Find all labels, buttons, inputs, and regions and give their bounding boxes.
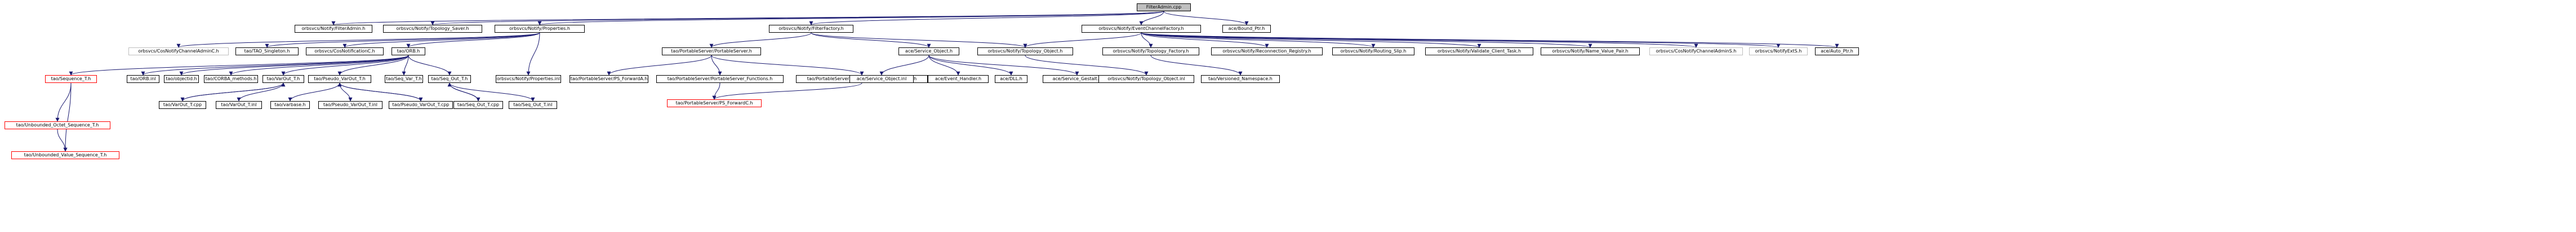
edge-portableserver_h-to-ps_functions xyxy=(711,55,722,76)
edge-orb_h-to-objectid xyxy=(179,55,409,76)
edge-orb_h-to-pseudo_varout_t_h xyxy=(337,55,409,76)
edge-portableserver_h-to-ps_forwarda xyxy=(607,55,712,76)
edge-root-to-ecfactory xyxy=(1139,11,1164,25)
edge-service_object_h-to-dll_h xyxy=(928,55,1013,76)
edge-orb_h-to-seq_var_t xyxy=(402,55,409,76)
edge-ecfactory-to-routing_slip xyxy=(1141,32,1376,48)
node-ps-forwarda[interactable]: tao/PortableServer/PS_ForwardA.h xyxy=(570,75,648,83)
node-topology-object-inl[interactable]: orbsvcs/Notify/Topology_Object.inl xyxy=(1098,75,1194,83)
edge-ecfactory-to-topology_object_h xyxy=(1023,32,1142,48)
edge-properties_h-to-cosnotificationc xyxy=(342,32,540,48)
node-ps-forwardc: tao/PortableServer/PS_ForwardC.h xyxy=(667,99,762,107)
node-varout-t-inl[interactable]: tao/VarOut_T.inl xyxy=(216,101,262,109)
node-seq-var-t[interactable]: tao/Seq_Var_T.h xyxy=(385,75,423,83)
node-seq-out-t-cpp[interactable]: tao/Seq_Out_T.cpp xyxy=(453,101,503,109)
node-ps-functions[interactable]: tao/PortableServer/PortableServer_Functi… xyxy=(656,75,784,83)
edge-ecfactory-to-topology_factory xyxy=(1141,32,1153,48)
edge-topology_object_h-to-topology_object_inl xyxy=(1025,55,1149,76)
node-notifyexts: orbsvcs/NotifyExtS.h xyxy=(1749,47,1808,55)
node-bound-ptr[interactable]: ace/Bound_Ptr.h xyxy=(1222,25,1271,33)
node-routing-slip[interactable]: orbsvcs/Notify/Routing_Slip.h xyxy=(1332,47,1414,55)
node-versioned-namespace[interactable]: tao/Versioned_Namespace.h xyxy=(1201,75,1280,83)
edge-service_object_h-to-event_handler xyxy=(928,55,960,76)
edge-pseudo_varout_t_cpp-to-pseudo_varout_t_h xyxy=(337,82,421,102)
node-varout-t-h[interactable]: tao/VarOut_T.h xyxy=(263,75,304,83)
node-pseudo-varout-t-h[interactable]: tao/Pseudo_VarOut_T.h xyxy=(308,75,371,83)
node-cosnotifychanneladminc: orbsvcs/CosNotifyChannelAdminC.h xyxy=(128,47,229,55)
edge-filterfactory-to-service_object_h xyxy=(811,32,931,48)
node-pseudo-varout-t-cpp[interactable]: tao/Pseudo_VarOut_T.cpp xyxy=(389,101,453,109)
edge-properties_h-to-tao_singleton xyxy=(265,32,540,48)
edge-ecfactory-to-reconnection_registry xyxy=(1141,32,1269,48)
node-root: FilterAdmin.cpp xyxy=(1137,3,1191,11)
node-filteradmin-h[interactable]: orbsvcs/Notify/FilterAdmin.h xyxy=(295,25,372,33)
edge-properties_h-to-properties_inl xyxy=(526,32,540,76)
node-name-value-pair[interactable]: orbsvcs/Notify/Name_Value_Pair.h xyxy=(1541,47,1640,55)
edge-sequence_t-to-unbounded_value xyxy=(63,82,72,152)
edge-seq_out_t_h-to-seq_out_t_inl xyxy=(449,82,535,102)
node-cosnotifychanneladmins: orbsvcs/CosNotifyChannelAdminS.h xyxy=(1649,47,1743,55)
edge-varout_t_cpp-to-varout_t_h xyxy=(182,82,286,102)
edge-root-to-filterfactory xyxy=(809,11,1164,25)
edge-orb_h-to-seq_out_t_h xyxy=(408,55,452,76)
node-seq-out-t-h[interactable]: tao/Seq_Out_T.h xyxy=(428,75,471,83)
edge-unbounded_octet-to-unbounded_value xyxy=(57,129,68,152)
edge-ecfactory-to-validate_client_task xyxy=(1141,32,1481,48)
edge-topology_factory-to-versioned_namespace xyxy=(1150,55,1243,76)
node-pseudo-varout-t-inl[interactable]: tao/Pseudo_VarOut_T.inl xyxy=(318,101,382,109)
node-topology-factory[interactable]: orbsvcs/Notify/Topology_Factory.h xyxy=(1102,47,1199,55)
node-topology-saver[interactable]: orbsvcs/Notify/Topology_Saver.h xyxy=(383,25,482,33)
edge-orb_h-to-corba_methods xyxy=(229,55,409,76)
node-corba-methods[interactable]: tao/CORBA_methods.h xyxy=(204,75,258,83)
node-validate-client-task[interactable]: orbsvcs/Notify/Validate_Client_Task.h xyxy=(1425,47,1533,55)
node-service-object-inl[interactable]: ace/Service_Object.inl xyxy=(849,75,914,83)
edge-sequence_t-to-unbounded_octet xyxy=(55,82,72,122)
edge-properties_h-to-orb_h xyxy=(406,32,540,48)
edge-root-to-properties_h xyxy=(538,11,1164,25)
edge-properties_h-to-cosnotifychanneladminc xyxy=(176,32,540,48)
edge-filterfactory-to-topology_object_h xyxy=(811,32,1027,48)
node-unbounded-value: tao/Unbounded_Value_Sequence_T.h xyxy=(11,151,119,159)
node-service-object-h[interactable]: ace/Service_Object.h xyxy=(898,47,959,55)
node-varout-t-cpp[interactable]: tao/VarOut_T.cpp xyxy=(159,101,206,109)
edge-service_object_h-to-service_gestalt xyxy=(928,55,1079,76)
node-orb-h[interactable]: tao/ORB.h xyxy=(391,47,425,55)
node-portableserver-h[interactable]: tao/PortableServer/PortableServer.h xyxy=(662,47,761,55)
edge-seq_out_t_cpp-to-seq_out_t_h xyxy=(447,82,479,102)
graph-edges xyxy=(55,11,1839,152)
node-orb-inl[interactable]: tao/ORB.inl xyxy=(127,75,159,83)
node-event-handler[interactable]: ace/Event_Handler.h xyxy=(928,75,989,83)
edge-root-to-bound_ptr xyxy=(1163,11,1249,25)
node-service-gestalt[interactable]: ace/Service_Gestalt.h xyxy=(1043,75,1111,83)
node-properties-inl[interactable]: orbsvcs/Notify/Properties.inl xyxy=(496,75,561,83)
edge-orb_h-to-orb_inl xyxy=(141,55,409,76)
edge-filterfactory-to-portableserver_h xyxy=(709,32,812,48)
edge-ecfactory-to-auto_ptr xyxy=(1141,32,1839,48)
edge-ecfactory-to-name_value_pair xyxy=(1141,32,1592,48)
node-properties-h[interactable]: orbsvcs/Notify/Properties.h xyxy=(495,25,585,33)
node-dll-h[interactable]: ace/DLL.h xyxy=(995,75,1027,83)
edge-portableserver_h-to-ps_wfunctions xyxy=(711,55,864,76)
node-objectid[interactable]: tao/objectid.h xyxy=(164,75,199,83)
node-cosnotificationc[interactable]: orbsvcs/CosNotificationC.h xyxy=(306,47,384,55)
node-auto-ptr[interactable]: ace/Auto_Ptr.h xyxy=(1815,47,1859,55)
node-seq-out-t-inl[interactable]: tao/Seq_Out_T.inl xyxy=(509,101,557,109)
edge-service_object_h-to-service_object_inl xyxy=(879,55,929,76)
node-sequence-t: tao/Sequence_T.h xyxy=(45,75,97,83)
node-tao-singleton[interactable]: tao/TAO_Singleton.h xyxy=(235,47,299,55)
node-varbase[interactable]: tao/varbase.h xyxy=(270,101,310,109)
node-ecfactory[interactable]: orbsvcs/Notify/EventChannelFactory.h xyxy=(1082,25,1201,33)
node-filterfactory[interactable]: orbsvcs/Notify/FilterFactory.h xyxy=(769,25,853,33)
edge-ps_wfunctions-to-ps_forwardc xyxy=(712,82,862,100)
node-topology-object-h[interactable]: orbsvcs/Notify/Topology_Object.h xyxy=(977,47,1073,55)
edge-orb_h-to-sequence_t xyxy=(69,55,409,76)
node-unbounded-octet: tao/Unbounded_Octet_Sequence_T.h xyxy=(5,121,110,129)
node-reconnection-registry[interactable]: orbsvcs/Notify/Reconnection_Registry.h xyxy=(1211,47,1323,55)
edge-orb_h-to-varout_t_h xyxy=(281,55,409,76)
